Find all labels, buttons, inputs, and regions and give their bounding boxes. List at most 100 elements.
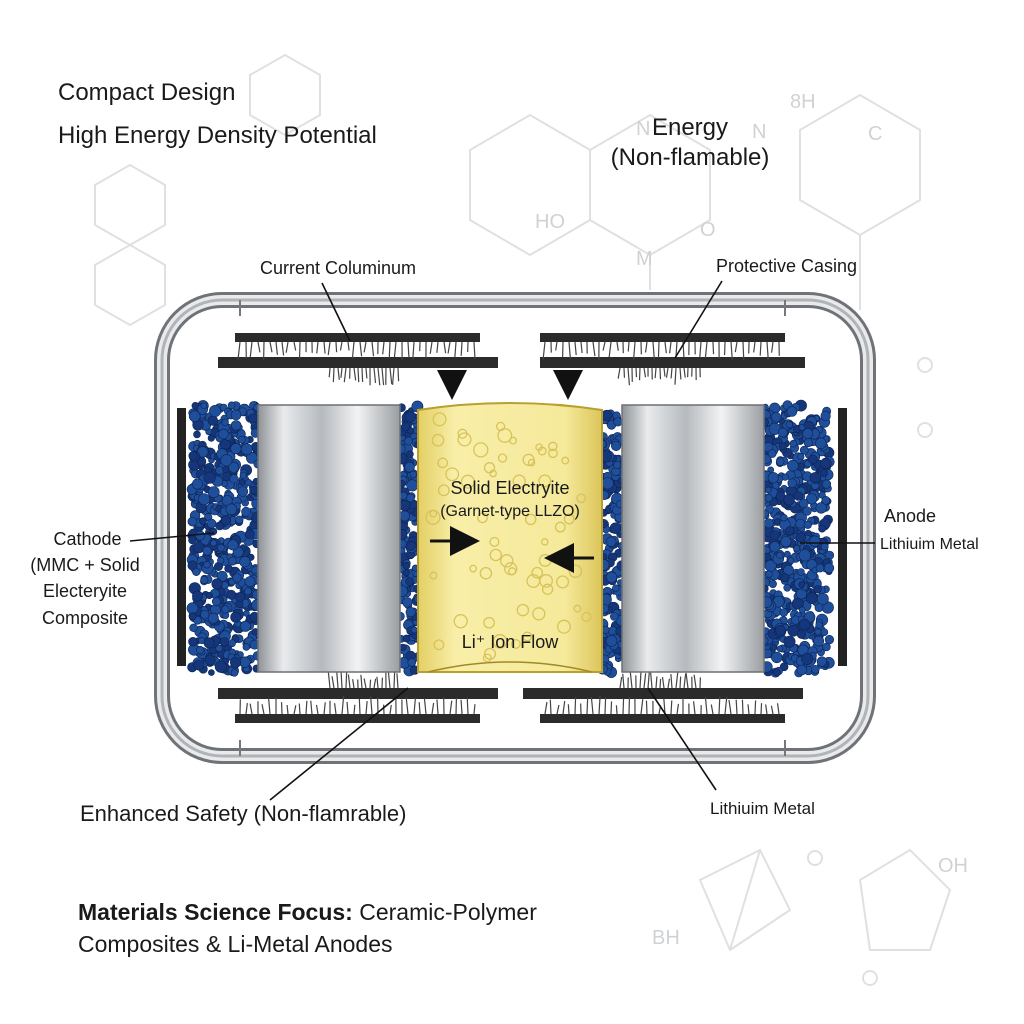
bristle bbox=[388, 341, 391, 359]
particle bbox=[193, 430, 201, 439]
particle bbox=[779, 608, 789, 617]
bristle bbox=[617, 367, 621, 379]
bristle bbox=[373, 367, 377, 383]
particle bbox=[248, 413, 259, 424]
particle bbox=[783, 583, 792, 592]
leader-protective-casing bbox=[674, 280, 723, 359]
bristle bbox=[567, 704, 570, 715]
particle bbox=[207, 434, 215, 442]
bristle bbox=[371, 341, 375, 357]
electrolyte-bubble bbox=[504, 562, 518, 576]
electrolyte-bubble bbox=[561, 456, 570, 465]
bristle bbox=[683, 367, 686, 378]
bristle bbox=[363, 678, 367, 689]
bristle bbox=[735, 699, 738, 715]
particle bbox=[409, 470, 417, 479]
footer-focus-text: Ceramic-Polymer bbox=[352, 899, 537, 925]
bristle bbox=[650, 672, 653, 689]
bristle bbox=[754, 700, 757, 715]
particle bbox=[780, 573, 790, 583]
electrolyte-bubble bbox=[453, 614, 468, 629]
bristle bbox=[431, 702, 435, 715]
particle bbox=[227, 401, 236, 410]
bristle bbox=[331, 676, 335, 689]
bristle bbox=[574, 697, 577, 715]
bristle bbox=[298, 703, 301, 715]
particle bbox=[209, 404, 222, 417]
bristle bbox=[655, 676, 658, 689]
particle bbox=[785, 526, 795, 536]
collector-bristles-top bbox=[237, 341, 780, 386]
bristle bbox=[286, 704, 289, 715]
bristle bbox=[622, 673, 625, 689]
bristle bbox=[639, 671, 642, 689]
bristle bbox=[568, 341, 571, 359]
bristle bbox=[327, 341, 331, 356]
bristle bbox=[542, 341, 546, 360]
bristle bbox=[339, 341, 343, 351]
particle bbox=[405, 541, 416, 551]
particle bbox=[187, 560, 198, 571]
bristle bbox=[376, 676, 379, 689]
particle bbox=[405, 577, 414, 586]
bristle bbox=[351, 341, 355, 359]
bristle bbox=[669, 341, 672, 354]
electrolyte-bubble bbox=[425, 509, 441, 525]
particle bbox=[775, 624, 786, 636]
chem-label-c: C bbox=[868, 123, 882, 145]
protective-casing bbox=[154, 292, 876, 764]
bristle bbox=[293, 705, 297, 715]
particle bbox=[405, 450, 414, 459]
particle bbox=[189, 623, 198, 632]
bristle bbox=[363, 341, 367, 353]
particle bbox=[244, 587, 252, 596]
bristle bbox=[759, 341, 762, 356]
particle bbox=[227, 556, 237, 566]
particle bbox=[795, 532, 806, 543]
bristle bbox=[699, 341, 702, 358]
particle bbox=[605, 536, 617, 547]
bristle bbox=[389, 367, 393, 385]
particle bbox=[798, 498, 809, 509]
particle bbox=[232, 573, 242, 583]
bristle bbox=[387, 670, 391, 689]
right-terminal bbox=[838, 408, 847, 666]
particle bbox=[221, 418, 229, 426]
electrolyte-bubble bbox=[483, 647, 497, 660]
bristle bbox=[261, 704, 265, 715]
bristle bbox=[340, 367, 343, 378]
chem-label-o: O bbox=[700, 219, 716, 241]
bristle bbox=[592, 341, 596, 357]
bristle bbox=[675, 341, 678, 357]
bristle bbox=[747, 704, 750, 715]
particle bbox=[401, 422, 410, 431]
particle bbox=[821, 479, 832, 489]
bristle bbox=[347, 341, 350, 351]
particle bbox=[798, 618, 811, 631]
particle bbox=[224, 564, 233, 573]
bristle bbox=[627, 341, 630, 352]
particle bbox=[810, 664, 820, 674]
bristle bbox=[389, 704, 392, 715]
bristle bbox=[257, 341, 261, 353]
bristle bbox=[369, 679, 372, 689]
particle bbox=[821, 495, 831, 505]
particle bbox=[228, 639, 236, 648]
particle bbox=[787, 557, 795, 565]
label-protective-casing: Protective Casing bbox=[716, 256, 858, 276]
electrolyte-bubble bbox=[483, 462, 496, 474]
bristle bbox=[328, 367, 331, 378]
bristle bbox=[652, 341, 655, 360]
particle bbox=[796, 629, 807, 639]
bristle bbox=[670, 367, 673, 379]
particle bbox=[793, 491, 804, 501]
bristle bbox=[353, 704, 356, 715]
particle bbox=[196, 645, 205, 655]
bristle bbox=[765, 704, 768, 715]
bristle bbox=[610, 701, 613, 715]
bristle bbox=[275, 341, 278, 355]
particle bbox=[798, 549, 811, 562]
bristle bbox=[460, 341, 463, 356]
bristle bbox=[315, 704, 319, 715]
